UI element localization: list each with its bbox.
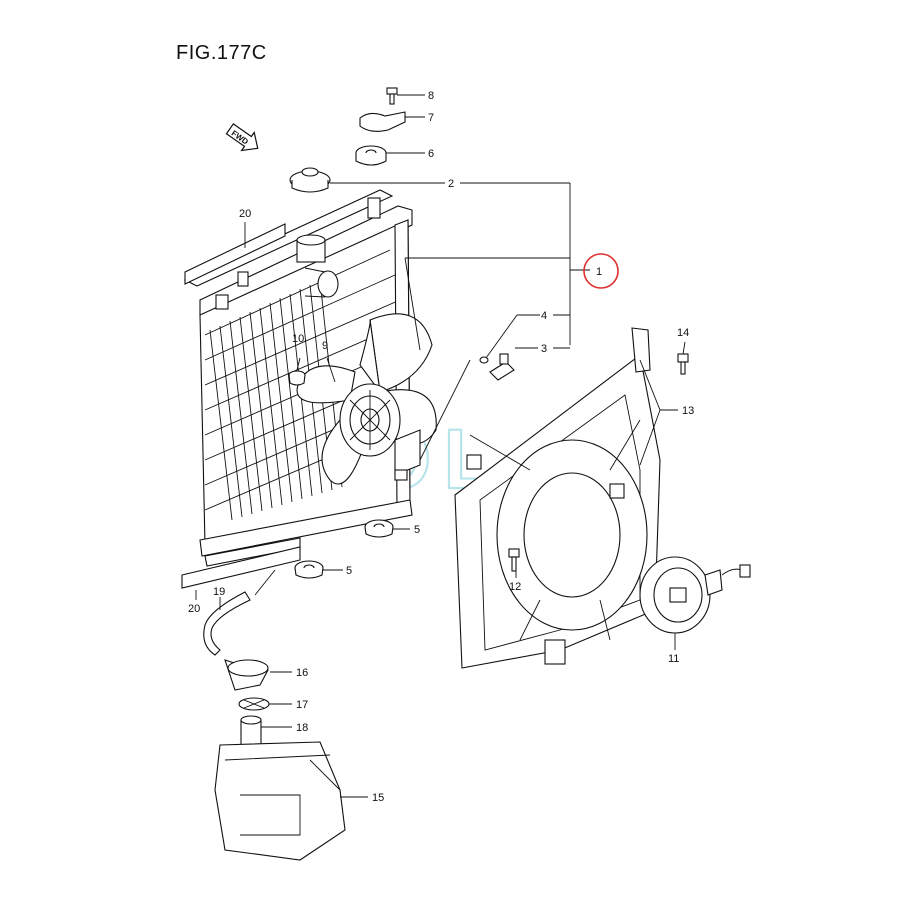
callout-10: 10	[292, 333, 304, 345]
callout-14: 14	[677, 327, 689, 339]
fan-motor	[639, 556, 751, 634]
callout-4: 4	[541, 310, 547, 322]
o-ring	[479, 356, 489, 364]
overflow-hose	[203, 569, 276, 656]
callout-3: 3	[541, 343, 547, 355]
callout-1: 1	[596, 266, 602, 278]
reservoir-tank	[214, 741, 346, 861]
gasket-17	[238, 697, 270, 711]
bolt-top	[386, 87, 398, 105]
grommet-10	[288, 370, 306, 386]
callout-5-left: 5	[346, 565, 352, 577]
callout-12: 12	[509, 581, 521, 593]
thermo-switch	[489, 353, 515, 381]
callout-7: 7	[428, 112, 434, 124]
highlight-circle	[583, 253, 619, 289]
callout-11: 11	[668, 653, 679, 665]
callout-18: 18	[296, 722, 308, 734]
cooling-fan	[296, 313, 437, 485]
mount-cushion-left	[294, 560, 324, 579]
callout-13: 13	[682, 405, 694, 417]
callout-2: 2	[448, 178, 454, 190]
callout-20-lower: 20	[188, 603, 200, 615]
callout-19: 19	[213, 586, 225, 598]
callout-6: 6	[428, 148, 434, 160]
callout-20-upper: 20	[239, 208, 251, 220]
callout-8: 8	[428, 90, 434, 102]
fan-shroud	[454, 327, 661, 669]
leader-lines	[195, 94, 686, 798]
mount-cushion-right	[364, 519, 394, 538]
reservoir-neck-18	[240, 715, 262, 747]
callout-5-right: 5	[414, 524, 420, 536]
callout-15: 15	[372, 792, 384, 804]
radiator-cap	[289, 167, 331, 193]
callout-16: 16	[296, 667, 308, 679]
fwd-arrow-icon: FWD	[225, 123, 259, 152]
reservoir-cap	[224, 659, 269, 691]
callout-9: 9	[322, 340, 328, 352]
top-cushion	[355, 145, 387, 166]
bolt-12	[508, 548, 520, 572]
fan-bracket	[394, 429, 421, 481]
bolt-14	[677, 353, 689, 375]
figure-title: FIG.177C	[176, 42, 267, 64]
callout-17: 17	[296, 699, 308, 711]
top-bracket	[359, 111, 406, 132]
mounting-bar-upper	[184, 223, 286, 285]
mounting-bar-lower	[181, 546, 301, 589]
